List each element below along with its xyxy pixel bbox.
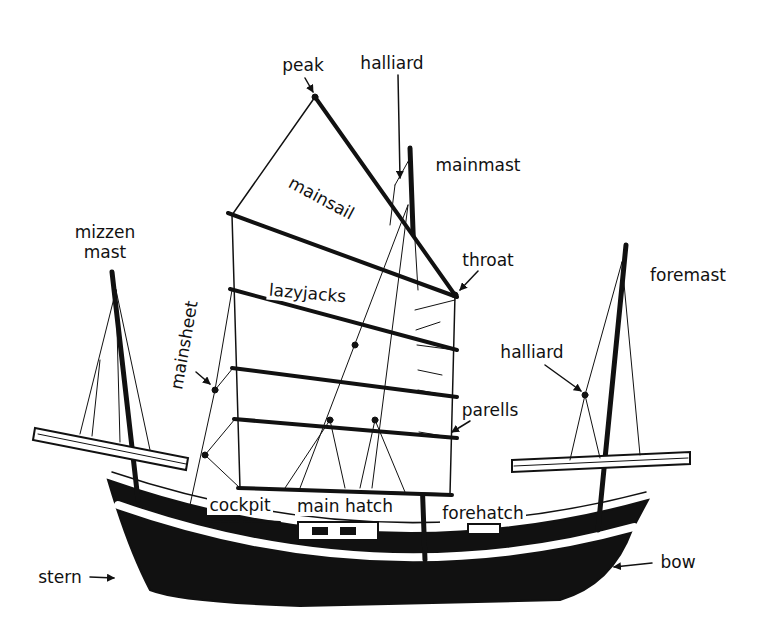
part-label: peak [280,55,326,75]
part-label: stern [36,567,83,587]
part-label: mizzen mast [63,222,147,262]
part-label: mainmast [434,155,523,175]
part-label: forehatch [440,503,525,523]
part-label: mainsheet [166,297,202,393]
part-label: halliard [498,342,565,362]
part-label: halliard [358,53,425,73]
part-label: parells [460,400,521,420]
part-label: main hatch [295,496,395,516]
part-label: throat [460,250,516,270]
part-label: cockpit [207,495,272,515]
part-label: foremast [648,265,728,285]
part-label: bow [658,552,697,572]
